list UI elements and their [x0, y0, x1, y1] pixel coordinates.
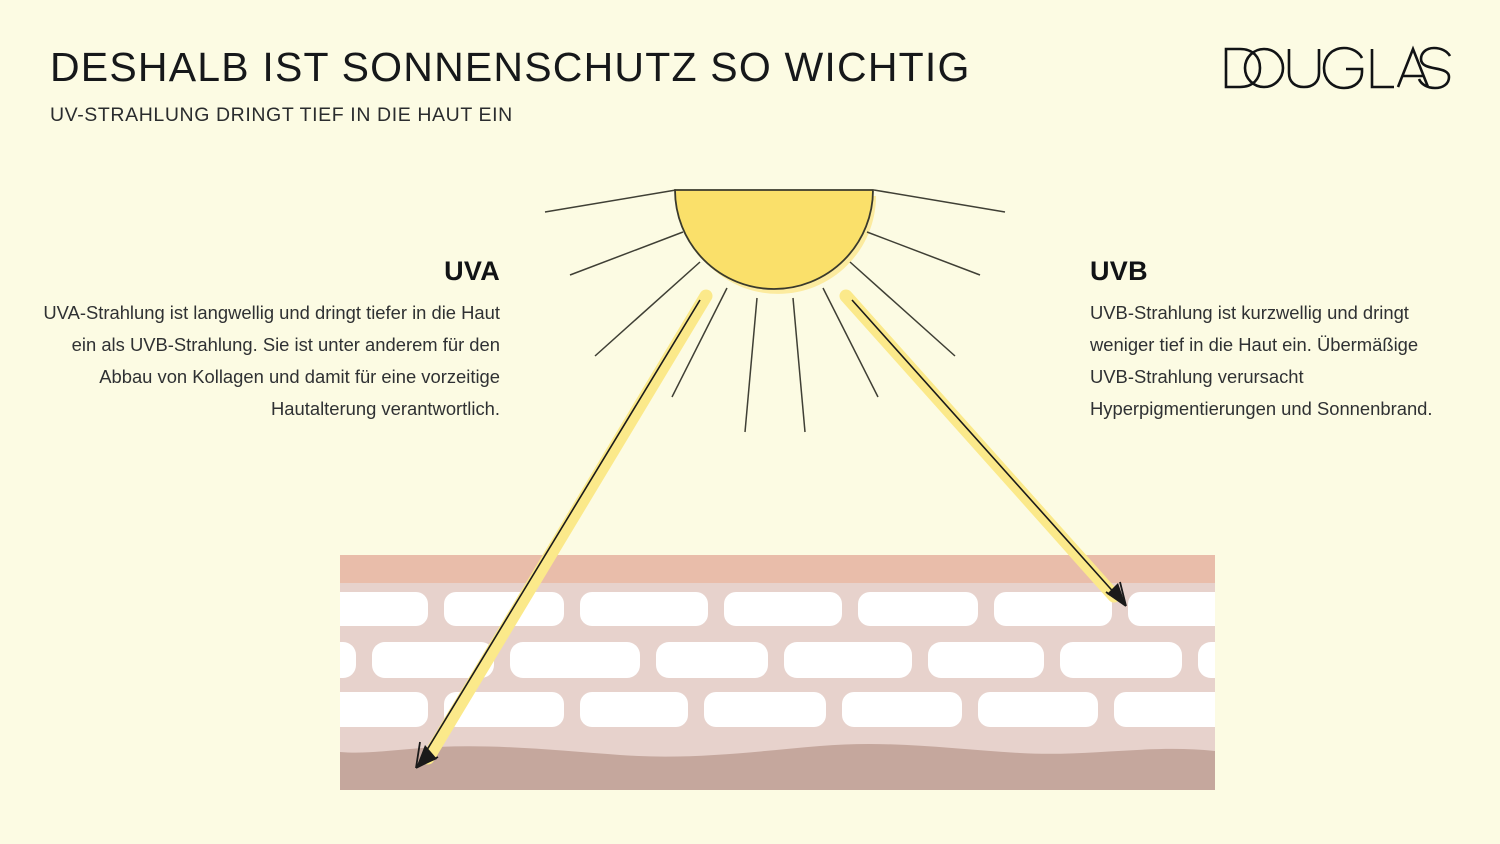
brick-row-1: [340, 592, 1215, 626]
uva-heading: UVA: [444, 256, 500, 286]
page-title: DESHALB IST SONNENSCHUTZ SO WICHTIG: [50, 44, 971, 90]
sun-thin-rays: [544, 189, 1006, 433]
skin-cell-bricks: [340, 592, 1215, 727]
uva-body-text: UVA-Strahlung ist langwellig und dringt …: [43, 302, 500, 419]
uvb-heading: UVB: [1090, 256, 1148, 286]
sun-graphic: [544, 189, 1006, 433]
sun-half-circle: [674, 189, 874, 290]
brick-row-3: [340, 692, 1215, 727]
page-subtitle: UV-STRAHLUNG DRINGT TIEF IN DIE HAUT EIN: [50, 104, 513, 126]
douglas-logo: [1224, 45, 1452, 90]
skin-cross-section: [340, 555, 1215, 790]
uvb-body-text: UVB-Strahlung ist kurzwellig und dringt …: [1090, 302, 1433, 419]
epidermis-band: [340, 555, 1215, 583]
uva-ray-arrow: [415, 289, 713, 769]
brick-row-2: [340, 642, 1215, 678]
uvb-ray-arrow: [839, 289, 1127, 607]
subcutis-band: [340, 743, 1215, 790]
